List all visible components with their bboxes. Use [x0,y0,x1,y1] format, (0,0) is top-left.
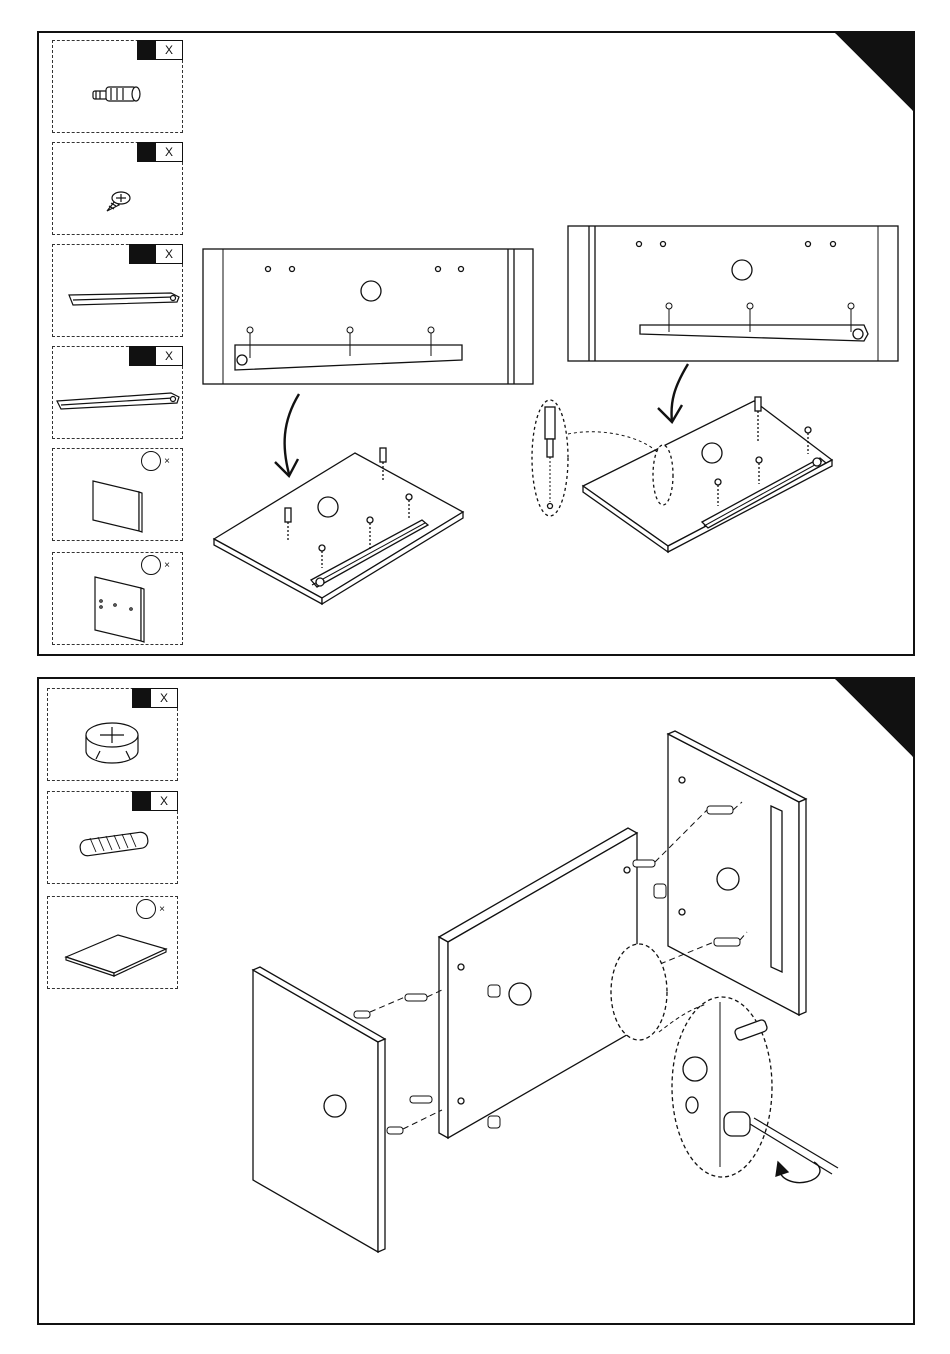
step2-carcass-assembly-illustration [39,679,913,1323]
step-panel-1: X X X [37,31,915,656]
step-panel-2: X X × [37,677,915,1325]
step1-drawer-runner-illustration [39,33,913,654]
